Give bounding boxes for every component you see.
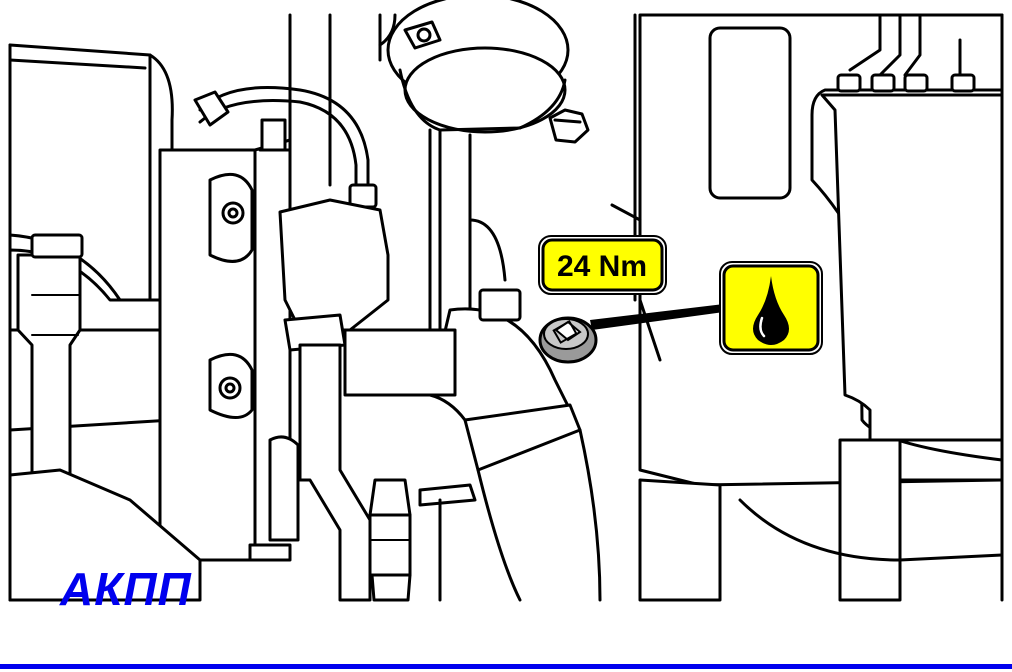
dipstick-tube (193, 13, 390, 602)
oil-filler-cap (378, 0, 570, 382)
caption-automatic-transmission: АКПП (60, 563, 192, 615)
oil-callout (719, 261, 823, 355)
mounting-plate (158, 118, 300, 562)
lower-bracket (343, 328, 477, 602)
transmission-fill-plug (538, 316, 598, 364)
torque-callout: 24 Nm (538, 235, 667, 295)
bolt (548, 108, 590, 144)
wiring-harness (836, 13, 976, 93)
transmission-case (610, 13, 1004, 602)
torque-value: 24 Nm (557, 250, 647, 283)
leader-line (590, 304, 724, 330)
oil-drop-icon (753, 276, 789, 345)
bottom-rule (0, 664, 1012, 669)
intake-hose (428, 218, 602, 602)
